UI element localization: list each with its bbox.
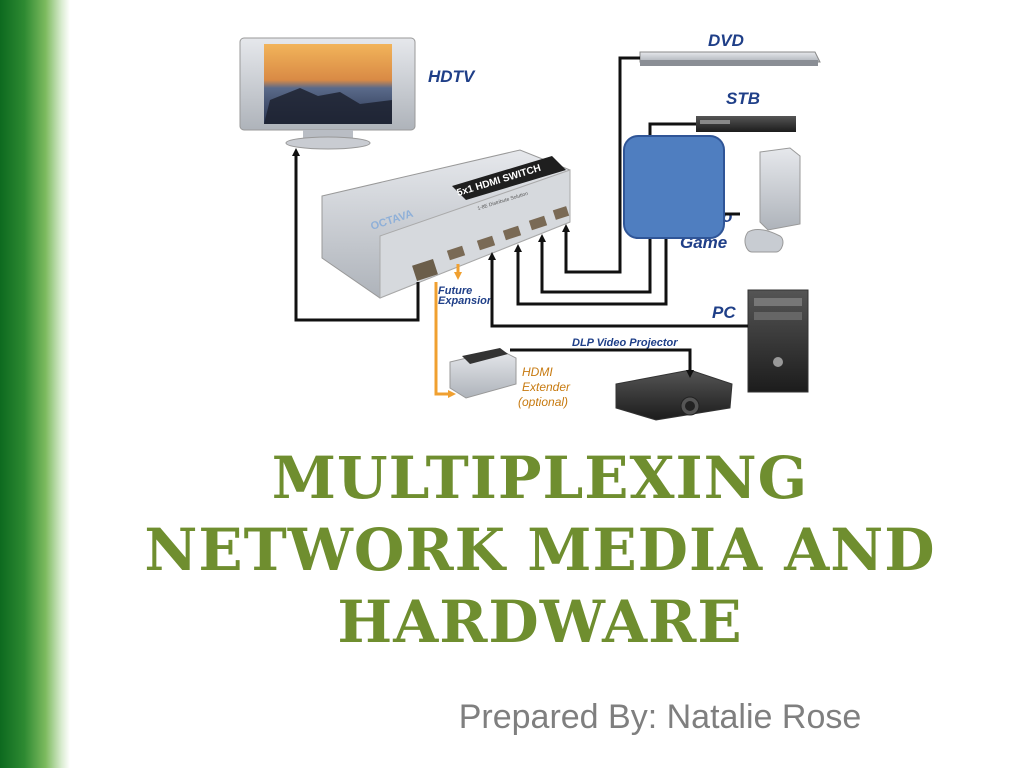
stb-label: STB [726,89,760,108]
pc-label: PC [712,303,736,322]
hdmi-switch-diagram: HDTV DVD STB o Game PC [239,31,821,421]
title-line-1: MULTIPLEXING [271,444,809,512]
hdtv-device [239,37,416,150]
future-label-1: Future [438,285,472,297]
hdmi-label-2: Extender [522,380,571,394]
hdmi-extender [449,348,517,399]
hdtv-label: HDTV [428,67,476,86]
pc-tower [747,289,809,393]
slide-title: MULTIPLEXING NETWORK MEDIA AND HARDWARE [100,442,980,658]
dlp-label: DLP Video Projector [572,337,678,349]
diagram-svg: HDTV DVD STB o Game PC [239,31,821,421]
slide-subtitle: Prepared By: Natalie Rose [458,698,862,736]
hdmi-label-3: (optional) [518,395,568,409]
dvd-player [639,51,821,66]
hdmi-label-1: HDMI [522,365,553,379]
future-label-2: Expansion [438,295,494,307]
overlay-blue-box [623,135,725,239]
game-label-partial: o [722,207,732,226]
sidebar-gradient-bar [0,0,70,768]
title-line-2: NETWORK MEDIA AND [144,516,936,584]
dvd-label: DVD [708,31,744,50]
title-line-3: HARDWARE [337,588,743,656]
hdmi-switch-box [321,149,571,299]
extender-arrow [434,282,456,398]
stb-box [696,116,796,132]
dlp-projector [615,369,733,421]
game-console [744,147,801,253]
